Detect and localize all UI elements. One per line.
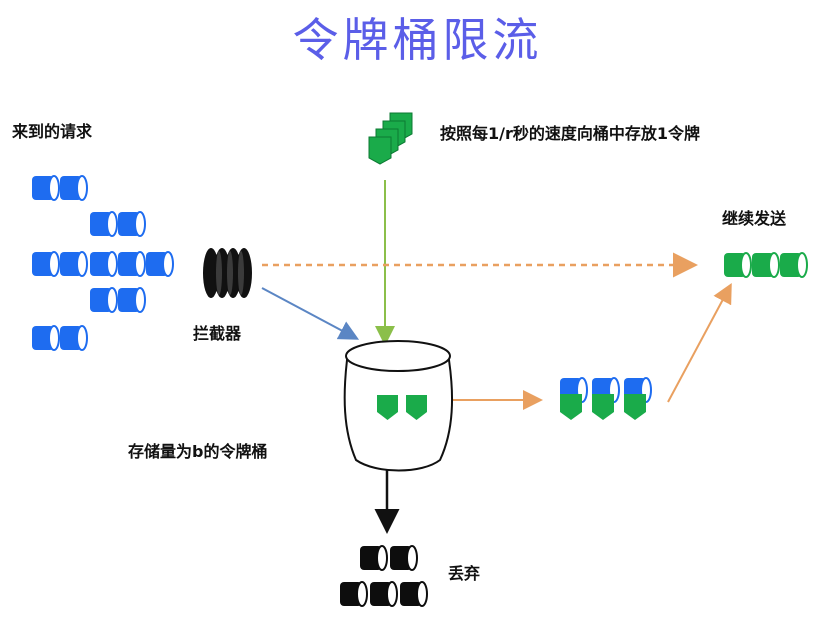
token-rate-label: 按照每1/r秒的速度向桶中存放1令牌 — [440, 124, 701, 143]
bucket-token-icon — [377, 395, 427, 420]
request-icon — [90, 251, 118, 277]
request-icon — [32, 325, 60, 351]
sent-request-icon — [752, 252, 780, 278]
request-icon — [118, 251, 146, 277]
request-icon — [118, 287, 146, 313]
request-icon — [90, 287, 118, 313]
incoming-requests-group — [32, 175, 174, 351]
request-icon — [146, 251, 174, 277]
incoming-requests-label: 来到的请求 — [12, 122, 93, 141]
token-icon — [592, 394, 614, 420]
intercept-to-bucket-arrow — [261, 287, 360, 340]
request-icon — [60, 251, 88, 277]
continue-send-label: 继续发送 — [722, 209, 787, 228]
bucket-label: 存储量为b的令牌桶 — [128, 442, 268, 461]
token-icon — [560, 394, 582, 420]
discard-label: 丢弃 — [448, 564, 481, 583]
page-title: 令牌桶限流 — [292, 13, 543, 67]
interceptor-label: 拦截器 — [193, 324, 242, 343]
bucket-icon — [343, 340, 454, 472]
request-icon — [60, 325, 88, 351]
discard-request-icon — [340, 581, 368, 607]
request-icon — [32, 251, 60, 277]
pair-to-send-arrow — [667, 282, 732, 403]
request-icon — [90, 211, 118, 237]
request-icon — [60, 175, 88, 201]
discard-request-icon — [400, 581, 428, 607]
sent-request-icon — [724, 252, 752, 278]
interceptor-icon — [203, 248, 252, 298]
sent-requests-group — [724, 252, 808, 278]
sent-request-icon — [780, 252, 808, 278]
discarded-requests-group — [340, 545, 428, 607]
request-icon — [118, 211, 146, 237]
request-token-pairs — [560, 377, 652, 420]
discard-request-icon — [360, 545, 388, 571]
token-stack-icon — [368, 112, 413, 165]
request-icon — [32, 175, 60, 201]
discard-request-icon — [390, 545, 418, 571]
discard-request-icon — [370, 581, 398, 607]
token-icon — [624, 394, 646, 420]
